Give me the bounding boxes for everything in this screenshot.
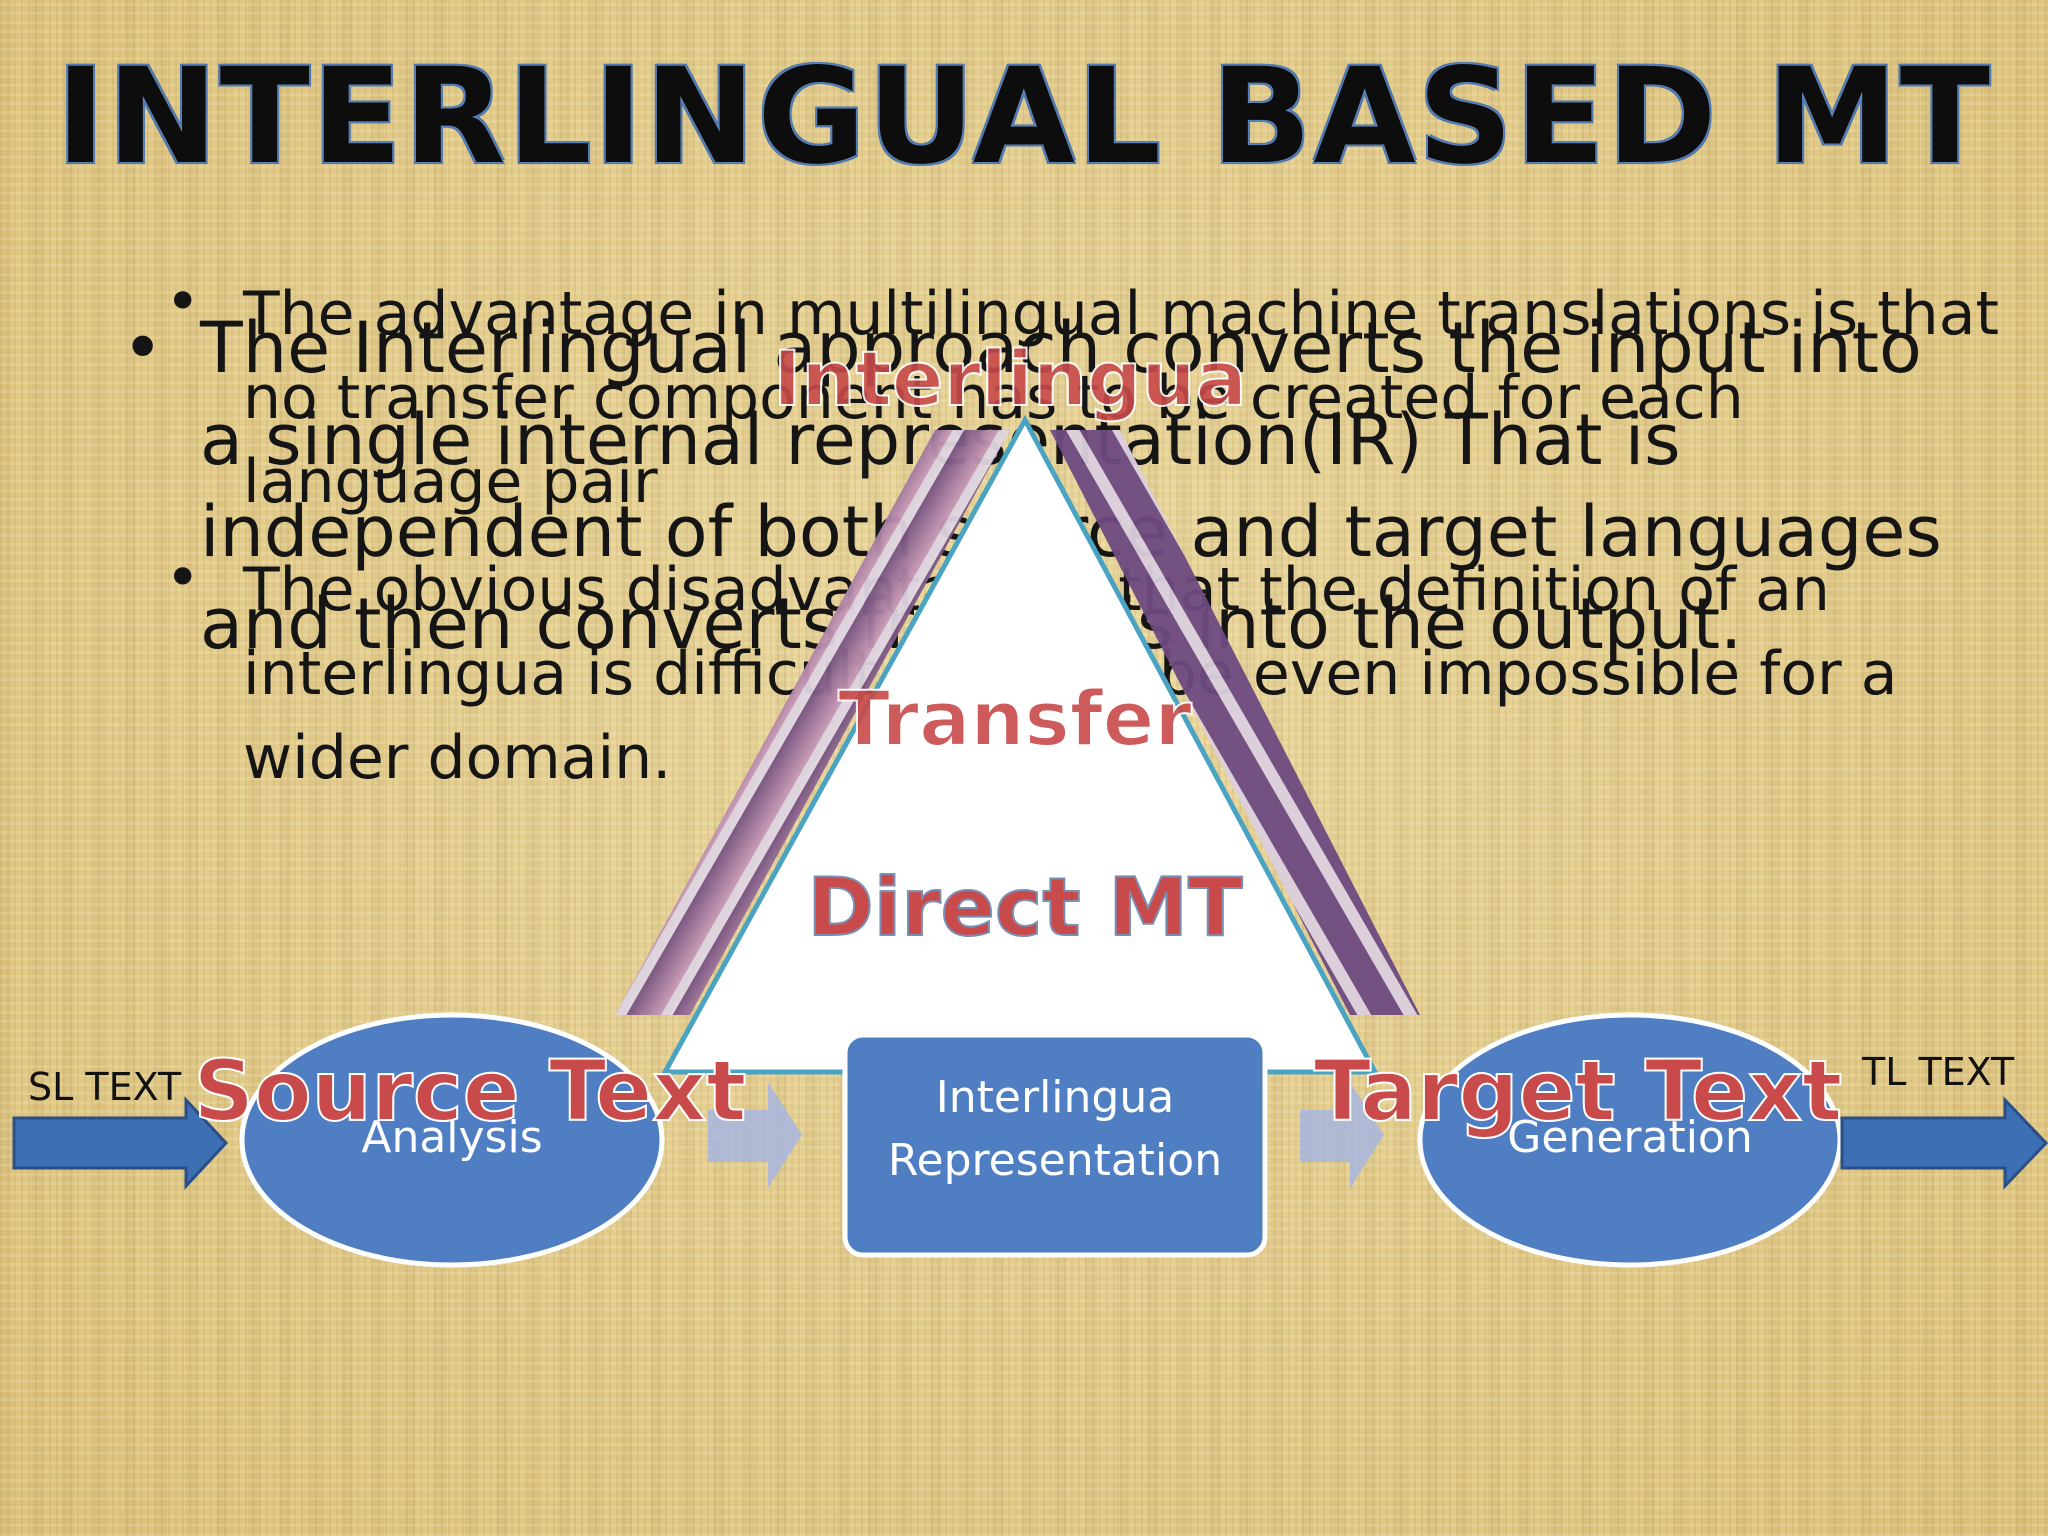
- interlingua-box: [842, 1032, 1268, 1258]
- source-text-label: Source Text: [194, 1042, 747, 1140]
- bullet-item: • The advantage in multilingual machine …: [165, 267, 2003, 524]
- generation-label: Generation: [1507, 1112, 1752, 1163]
- slide-title: INTERLINGUAL BASED MT: [56, 40, 1992, 194]
- faint-arrow-left: [708, 1082, 802, 1188]
- generation-ellipse: [1417, 1012, 1843, 1268]
- sl-arrow: [12, 1096, 229, 1190]
- pyramid-right-band: [1050, 430, 1420, 1015]
- analysis-label: Analysis: [361, 1112, 542, 1163]
- bullet-dot-icon: •: [122, 307, 164, 389]
- tl-text-label: TL TEXT: [1862, 1050, 2015, 1094]
- pyramid-label-transfer: Transfer: [838, 674, 1192, 763]
- tl-arrow: [1840, 1096, 2048, 1190]
- target-text-label: Target Text: [1314, 1042, 1843, 1140]
- faint-arrow-right: [1300, 1082, 1384, 1188]
- pyramid-label-direct-mt: Direct MT: [807, 861, 1243, 954]
- pyramid-label-interlingua: Interlingua: [773, 334, 1247, 423]
- pyramid-left-band: [615, 430, 1010, 1015]
- sl-text-label: SL TEXT: [28, 1065, 182, 1109]
- bullet-dot-icon: •: [165, 543, 201, 613]
- interlingua-box-line2: Representation: [888, 1135, 1222, 1186]
- bullet-text: The advantage in multilingual machine tr…: [243, 279, 1999, 517]
- interlingua-box-line1: Interlingua: [936, 1072, 1174, 1123]
- analysis-ellipse: [239, 1012, 665, 1268]
- bullet-dot-icon: •: [165, 267, 201, 337]
